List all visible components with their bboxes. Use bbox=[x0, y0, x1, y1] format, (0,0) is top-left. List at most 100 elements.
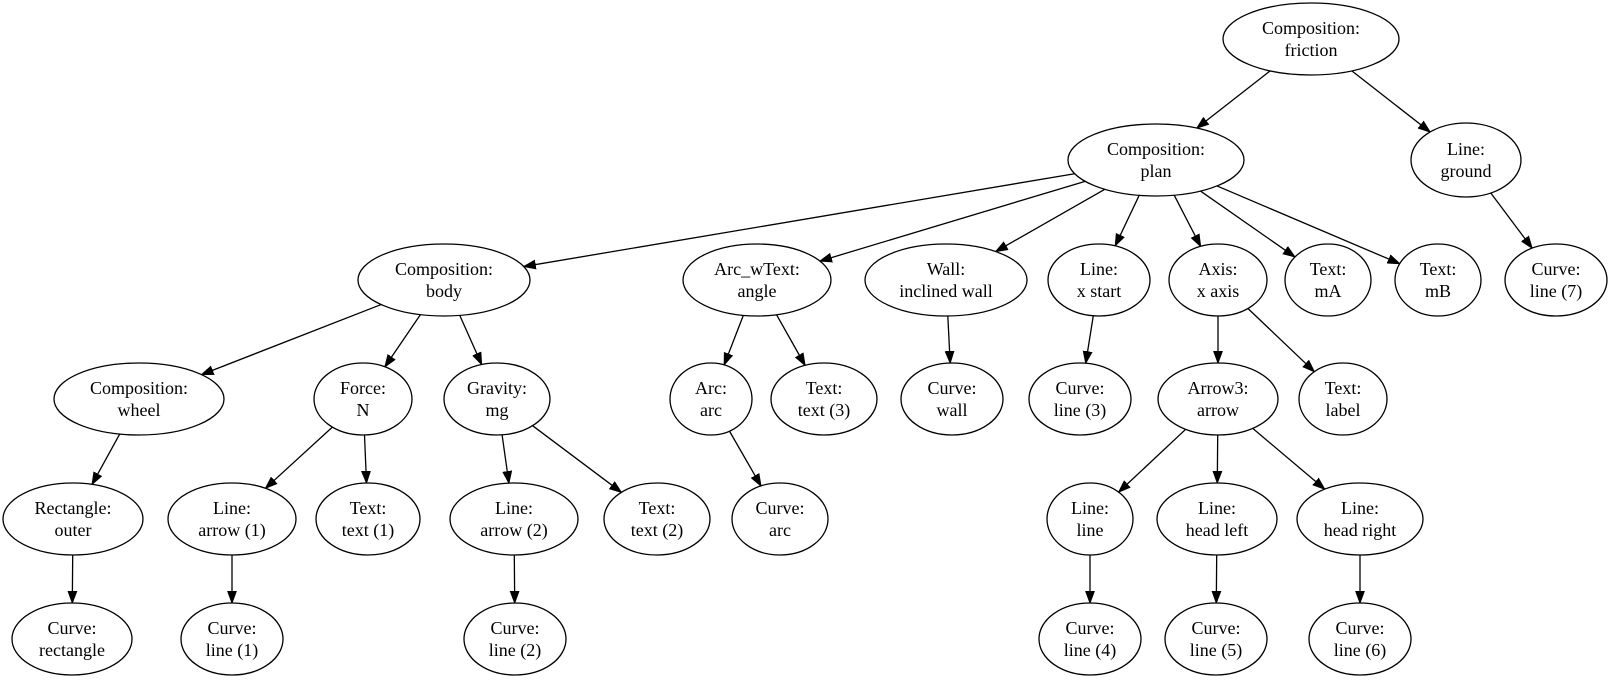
node-label-line2: label bbox=[1326, 400, 1361, 420]
node-curve-arc: Curve:arc bbox=[731, 482, 829, 556]
node-label-line2: body bbox=[426, 281, 462, 301]
node-ellipse bbox=[682, 243, 832, 317]
node-label-line1: Curve: bbox=[1192, 618, 1241, 638]
node-ellipse bbox=[443, 362, 551, 436]
node-label-line2: friction bbox=[1285, 40, 1338, 60]
node-text-mb: Text:mB bbox=[1394, 243, 1482, 317]
edge-wheel-to-outer bbox=[92, 433, 121, 484]
node-ellipse bbox=[1222, 2, 1400, 76]
node-label-line1: Line: bbox=[1341, 498, 1379, 518]
node-ellipse bbox=[167, 482, 297, 556]
node-label-line1: Text: bbox=[806, 378, 843, 398]
node-ellipse bbox=[669, 362, 753, 436]
node-label-line1: Curve: bbox=[1056, 378, 1105, 398]
node-text1: Text:text (1) bbox=[315, 482, 421, 556]
node-line-line: Line:line bbox=[1046, 482, 1134, 556]
node-label-line1: Curve: bbox=[928, 378, 977, 398]
node-label-line1: Text: bbox=[1420, 259, 1457, 279]
node-label-line1: Arrow3: bbox=[1188, 378, 1249, 398]
node-ellipse bbox=[313, 362, 413, 436]
node-ellipse bbox=[864, 243, 1028, 317]
node-label-line1: Line: bbox=[1080, 259, 1118, 279]
node-label-line1: Text: bbox=[350, 498, 387, 518]
node-line6: Curve:line (6) bbox=[1308, 602, 1412, 676]
node-body: Composition:body bbox=[357, 243, 531, 317]
node-label-line2: text (3) bbox=[798, 400, 850, 421]
node-label-line1: Composition: bbox=[1107, 139, 1205, 159]
node-label-line2: head right bbox=[1324, 520, 1396, 540]
node-label-line2: inclined wall bbox=[899, 281, 992, 301]
edge-plan-to-text-ma bbox=[1200, 190, 1295, 257]
node-label-line2: N bbox=[357, 400, 370, 420]
node-label-line2: text (1) bbox=[342, 520, 394, 541]
node-label-line2: arrow (1) bbox=[198, 520, 265, 541]
node-label-line1: Line: bbox=[1071, 498, 1109, 518]
node-label-line1: Curve: bbox=[1336, 618, 1385, 638]
node-ellipse bbox=[11, 602, 133, 676]
node-label-line2: mg bbox=[485, 400, 508, 420]
node-ellipse bbox=[315, 482, 421, 556]
node-ground: Line:ground bbox=[1410, 122, 1522, 198]
node-label-line2: arc bbox=[769, 520, 791, 540]
node-label-line1: Curve: bbox=[1532, 259, 1581, 279]
node-label-line1: Axis: bbox=[1198, 259, 1237, 279]
node-text-ma: Text:mA bbox=[1284, 243, 1372, 317]
edge-force-n-to-arrow1 bbox=[265, 426, 333, 488]
node-label-line2: line (1) bbox=[206, 640, 258, 661]
edge-plan-to-text-mb bbox=[1216, 185, 1400, 265]
node-label-line1: Curve: bbox=[491, 618, 540, 638]
node-arrow1: Line:arrow (1) bbox=[167, 482, 297, 556]
node-label-line1: Arc_wText: bbox=[714, 259, 800, 279]
node-ellipse bbox=[1284, 243, 1372, 317]
node-label-line2: x start bbox=[1077, 281, 1122, 301]
node-ellipse bbox=[180, 602, 284, 676]
node-ellipse bbox=[1296, 482, 1424, 556]
node-x-axis: Axis:x axis bbox=[1168, 243, 1268, 317]
node-outer: Rectangle:outer bbox=[2, 482, 144, 556]
node-line1: Curve:line (1) bbox=[180, 602, 284, 676]
node-ellipse bbox=[357, 243, 531, 317]
node-label-line1: Composition: bbox=[90, 378, 188, 398]
node-label-line1: Gravity: bbox=[467, 378, 527, 398]
node-label-line1: Line: bbox=[213, 498, 251, 518]
node-label-line1: Text: bbox=[1325, 378, 1362, 398]
node-label-line2: mB bbox=[1425, 281, 1451, 301]
edge-body-to-wheel bbox=[202, 303, 382, 376]
node-ellipse bbox=[1067, 123, 1245, 197]
node-label-line2: arc bbox=[700, 400, 722, 420]
node-ellipse bbox=[1410, 122, 1522, 198]
node-ellipse bbox=[603, 482, 711, 556]
edge-plan-to-x-axis bbox=[1173, 194, 1200, 246]
node-angle: Arc_wText:angle bbox=[682, 243, 832, 317]
edge-plan-to-angle bbox=[820, 180, 1086, 261]
node-x-start: Line:x start bbox=[1047, 243, 1151, 317]
node-label-line2: line (4) bbox=[1064, 640, 1116, 661]
edge-gravity-mg-to-text2 bbox=[532, 425, 622, 493]
node-line5: Curve:line (5) bbox=[1164, 602, 1268, 676]
node-inclined-wall: Wall:inclined wall bbox=[864, 243, 1028, 317]
node-label-line1: Wall: bbox=[927, 259, 966, 279]
node-label-line1: Curve: bbox=[756, 498, 805, 518]
node-ellipse bbox=[53, 362, 225, 436]
node-friction: Composition:friction bbox=[1222, 2, 1400, 76]
node-ellipse bbox=[463, 602, 567, 676]
node-ellipse bbox=[1394, 243, 1482, 317]
node-label-line1: Line: bbox=[495, 498, 533, 518]
node-label-line1: Composition: bbox=[395, 259, 493, 279]
node-ellipse bbox=[770, 362, 878, 436]
node-ellipse bbox=[1028, 362, 1132, 436]
node-label-line1: Composition: bbox=[1262, 18, 1360, 38]
node-label-line1: Force: bbox=[340, 378, 386, 398]
edge-x-start-to-line3 bbox=[1086, 315, 1094, 363]
node-ellipse bbox=[900, 362, 1004, 436]
edge-plan-to-body bbox=[524, 173, 1075, 267]
node-line7: Curve:line (7) bbox=[1504, 243, 1608, 317]
node-label-line2: wheel bbox=[118, 400, 161, 420]
node-head-left: Line:head left bbox=[1156, 482, 1278, 556]
node-wheel: Composition:wheel bbox=[53, 362, 225, 436]
node-curve-rectangle: Curve:rectangle bbox=[11, 602, 133, 676]
node-label-line1: Curve: bbox=[208, 618, 257, 638]
edge-ground-to-line7 bbox=[1490, 192, 1532, 248]
node-label-line1: Text: bbox=[639, 498, 676, 518]
